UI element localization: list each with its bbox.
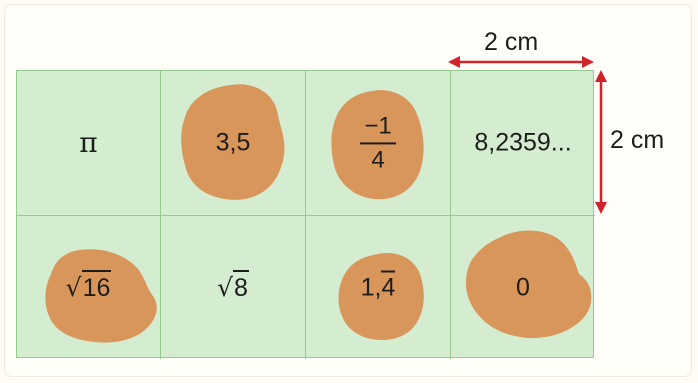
grid-cell: 1,4 xyxy=(306,216,451,359)
cell-value: −1 4 xyxy=(306,112,450,173)
stain xyxy=(331,90,424,200)
stain xyxy=(465,230,592,339)
sqrt-sign: √ xyxy=(65,272,82,302)
grid-cell: 8,2359... xyxy=(451,71,595,216)
sqrt-sign: √ xyxy=(217,272,234,302)
stain xyxy=(338,252,424,340)
fraction-numerator: −1 xyxy=(360,112,396,144)
cell-value: 0 xyxy=(516,273,530,301)
width-arrow xyxy=(448,56,594,68)
cell-value: 3,5 xyxy=(215,128,251,157)
grid-cell: 0 xyxy=(451,216,595,359)
sqrt-radicand: 16 xyxy=(81,269,112,302)
grid-cell: π xyxy=(17,71,161,216)
grid-cell: √8 xyxy=(161,216,306,359)
sqrt-radicand: 8 xyxy=(233,269,249,302)
cell-value: 1,4 xyxy=(306,270,450,301)
fraction: −1 4 xyxy=(360,112,396,173)
grid-cell: 3,5 xyxy=(161,71,306,216)
stain xyxy=(45,249,157,343)
height-label: 2 cm xyxy=(610,126,665,154)
stain xyxy=(181,84,285,200)
cell-value: √8 xyxy=(161,269,305,302)
grid-cell: √16 xyxy=(17,216,161,359)
cell-value: π xyxy=(79,126,98,159)
cell-value: √16 xyxy=(17,269,160,302)
periodic-integer: 1, xyxy=(360,273,382,301)
number-grid: π 3,5 −1 4 8,2359... √16 √8 xyxy=(16,70,595,359)
cell-value: 8,2359... xyxy=(474,128,572,157)
periodic-repeating: 4 xyxy=(381,270,396,301)
height-arrow xyxy=(595,70,607,214)
grid-cell: −1 4 xyxy=(306,71,451,216)
width-label: 2 cm xyxy=(484,28,539,56)
fraction-denominator: 4 xyxy=(371,146,385,173)
